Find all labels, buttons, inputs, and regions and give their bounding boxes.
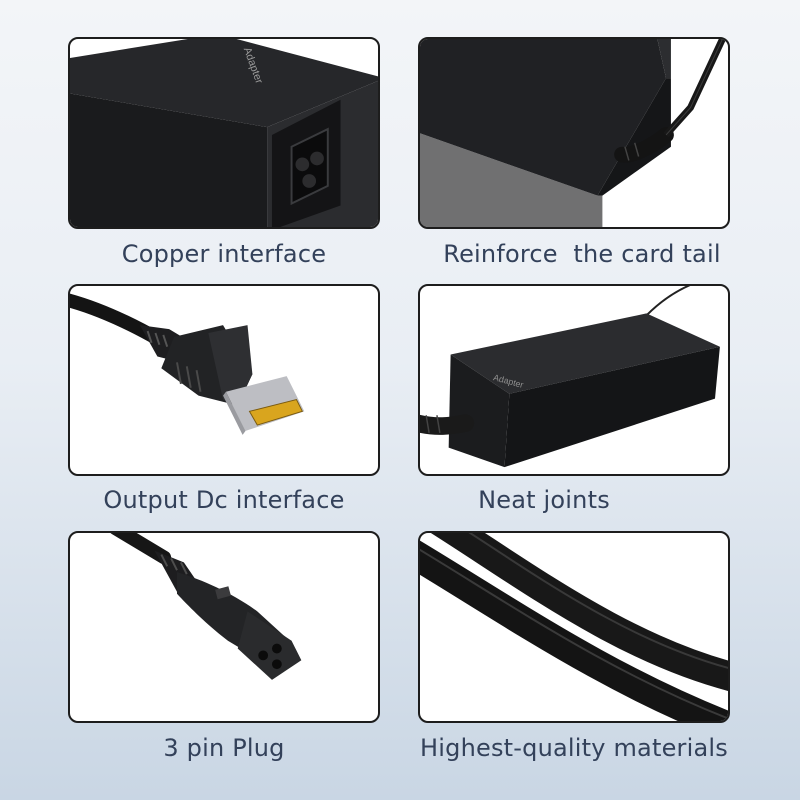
feature-image-cable-materials bbox=[418, 531, 730, 723]
caption-highest-quality-materials: Highest-quality materials bbox=[420, 734, 728, 762]
feature-image-output-dc bbox=[68, 284, 380, 476]
feature-image-three-pin-plug bbox=[68, 531, 380, 723]
caption-output-dc-interface: Output Dc interface bbox=[103, 486, 345, 514]
adapter-side-illustration: Adapter bbox=[420, 286, 720, 468]
cable-closeup-illustration bbox=[420, 533, 728, 721]
plug-illustration bbox=[110, 533, 302, 680]
adapter-socket-illustration: Adapter bbox=[70, 39, 378, 227]
caption-three-pin-plug: 3 pin Plug bbox=[163, 734, 285, 762]
caption-reinforce-card-tail: Reinforce the card tail bbox=[443, 240, 721, 268]
feature-image-copper-interface: Adapter bbox=[68, 37, 380, 229]
dc-connector-illustration bbox=[70, 293, 305, 435]
caption-copper-interface: Copper interface bbox=[121, 240, 327, 268]
feature-image-card-tail bbox=[418, 37, 730, 229]
strain-relief-illustration bbox=[420, 39, 727, 227]
caption-neat-joints: Neat joints bbox=[478, 486, 610, 514]
feature-image-neat-joints: Adapter bbox=[418, 284, 730, 476]
